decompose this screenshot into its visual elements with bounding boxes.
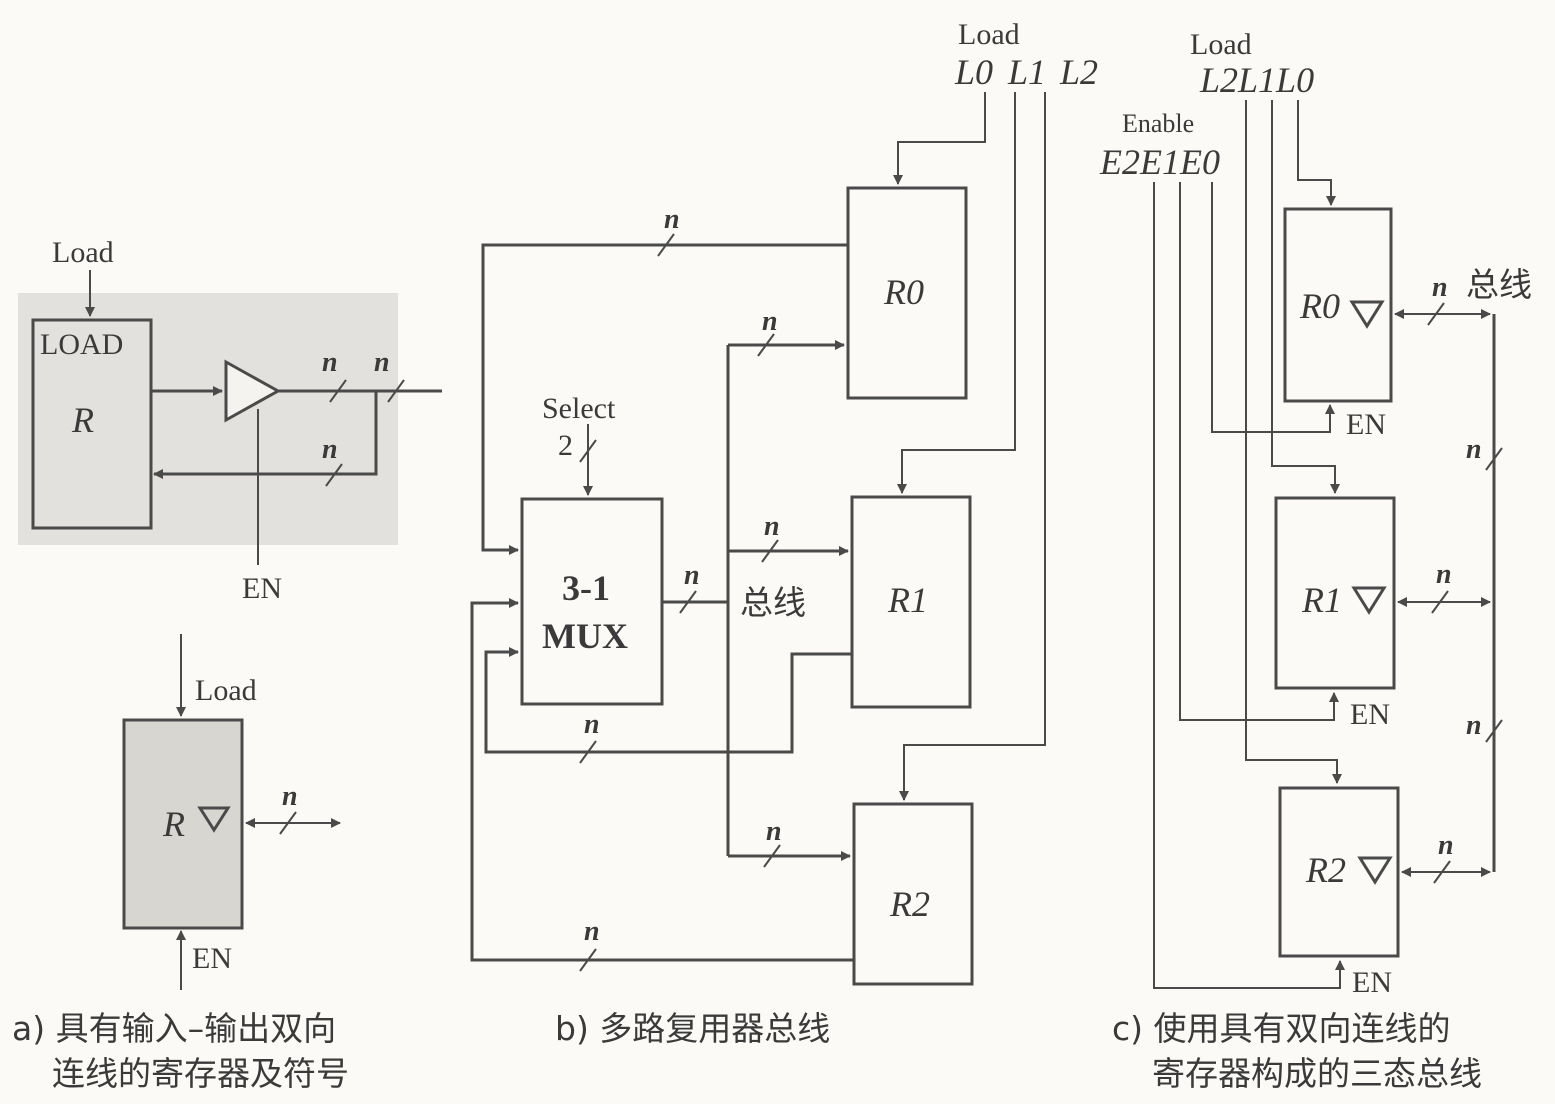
tristate-triangle-icon — [1351, 586, 1387, 615]
r2-label: R2 — [889, 884, 930, 924]
l1-wire — [1271, 100, 1340, 494]
n-slash — [1427, 302, 1445, 326]
n-slash — [325, 463, 343, 487]
n-label: n — [584, 709, 600, 740]
n-slash — [657, 233, 675, 257]
r0-label: R0 — [883, 272, 924, 312]
bus-label: 总线 — [1466, 265, 1532, 304]
load-label: Load — [1190, 28, 1252, 61]
register-r-label: R — [71, 400, 94, 440]
r0-output-wire — [481, 243, 848, 555]
register-r1-box — [850, 495, 972, 709]
register-r2-box — [1278, 786, 1400, 958]
register-r1-box — [1274, 496, 1396, 690]
e0-wire — [1211, 182, 1335, 433]
n-slash — [757, 333, 775, 357]
n-slash — [1431, 590, 1449, 614]
r1-label: R1 — [887, 580, 928, 620]
n-slash — [1485, 447, 1503, 471]
n-label: n — [282, 781, 298, 812]
l0-wire — [893, 92, 986, 185]
n-label: n — [766, 816, 782, 847]
mux-label-line1: 3-1 — [562, 568, 610, 608]
n-label: n — [664, 204, 680, 235]
enable-signals-label: E2E1E0 — [1099, 142, 1220, 182]
l2-label: L2 — [1059, 52, 1098, 92]
n-slash — [579, 740, 597, 764]
n-label: n — [1466, 710, 1482, 741]
tristate-buffer-icon — [224, 359, 282, 423]
n-slash — [329, 379, 347, 403]
tristate-triangle-icon — [197, 806, 231, 833]
caption-b: b) 多路复用器总线 — [555, 1009, 830, 1048]
register-r-box — [31, 318, 153, 530]
r1-output-wire — [484, 647, 852, 754]
panel-a: Load LOAD R n n n EN Load R n EN a) 具有输入… — [12, 236, 442, 1093]
tristate-triangle-icon — [1349, 300, 1385, 329]
en-label: EN — [242, 572, 282, 605]
mux-label-line2: MUX — [542, 616, 628, 656]
caption-c-line1: c) 使用具有双向连线的 — [1112, 1009, 1451, 1048]
l1-label: L1 — [1007, 52, 1046, 92]
l1-wire — [897, 92, 1016, 494]
n-slash — [579, 948, 597, 972]
register-r0-box — [846, 186, 968, 400]
caption-a-line1: a) 具有输入–输出双向 — [12, 1009, 336, 1048]
n-slash — [1433, 860, 1451, 884]
load-block-label: LOAD — [40, 328, 123, 361]
select-width-label: 2 — [558, 429, 573, 462]
register-r0-box — [1283, 207, 1393, 403]
caption-c-line2: 寄存器构成的三态总线 — [1152, 1054, 1482, 1093]
n-label: n — [684, 560, 700, 591]
e2-wire — [1153, 182, 1345, 989]
r0-label: R0 — [1299, 286, 1340, 326]
l0-label: L0 — [954, 52, 993, 92]
n-label: n — [1438, 830, 1454, 861]
n-label: n — [1436, 559, 1452, 590]
symbol-load-label: Load — [195, 674, 257, 707]
feedback-wire — [153, 391, 378, 479]
n-label: n — [322, 434, 338, 465]
r1-label: R1 — [1301, 580, 1342, 620]
tristate-triangle-icon — [1357, 856, 1393, 885]
e1-wire — [1179, 182, 1339, 721]
n-label: n — [322, 347, 338, 378]
load-label: Load — [52, 236, 114, 269]
register-r2-box — [852, 802, 974, 986]
en-label: EN — [1346, 408, 1386, 441]
load-signals-label: L2L1L0 — [1199, 60, 1314, 100]
n-slash — [679, 590, 697, 614]
symbol-register-label: R — [162, 804, 185, 844]
bus-label: 总线 — [740, 583, 806, 622]
panel-c: Load L2L1L0 Enable E2E1E0 R0 EN R1 EN R2… — [1099, 28, 1532, 1093]
n-label: n — [1432, 272, 1448, 303]
shaded-background — [18, 293, 398, 545]
panel-b: Load L0 L1 L2 R0 R1 R2 3-1 MUX Select 2 … — [470, 18, 1098, 1048]
enable-label: Enable — [1122, 109, 1194, 138]
l2-wire — [899, 92, 1046, 801]
l0-wire — [1297, 100, 1336, 206]
n-slash — [279, 811, 297, 835]
r2-label: R2 — [1305, 850, 1346, 890]
l2-wire — [1245, 100, 1342, 784]
n-label: n — [584, 916, 600, 947]
caption-a-line2: 连线的寄存器及符号 — [52, 1054, 349, 1093]
n-slash — [387, 379, 405, 403]
symbol-en-label: EN — [192, 942, 232, 975]
n-label: n — [374, 347, 390, 378]
n-slash — [1485, 719, 1503, 743]
n-slash — [763, 844, 781, 868]
register-symbol-box — [122, 718, 244, 930]
en-label: EN — [1350, 698, 1390, 731]
n-label: n — [1466, 434, 1482, 465]
select-slash — [579, 439, 597, 463]
select-label: Select — [542, 392, 616, 425]
load-label: Load — [958, 18, 1020, 51]
n-label: n — [762, 306, 778, 337]
en-label: EN — [1352, 966, 1392, 999]
r2-output-wire — [470, 598, 854, 962]
n-label: n — [764, 511, 780, 542]
n-slash — [761, 539, 779, 563]
